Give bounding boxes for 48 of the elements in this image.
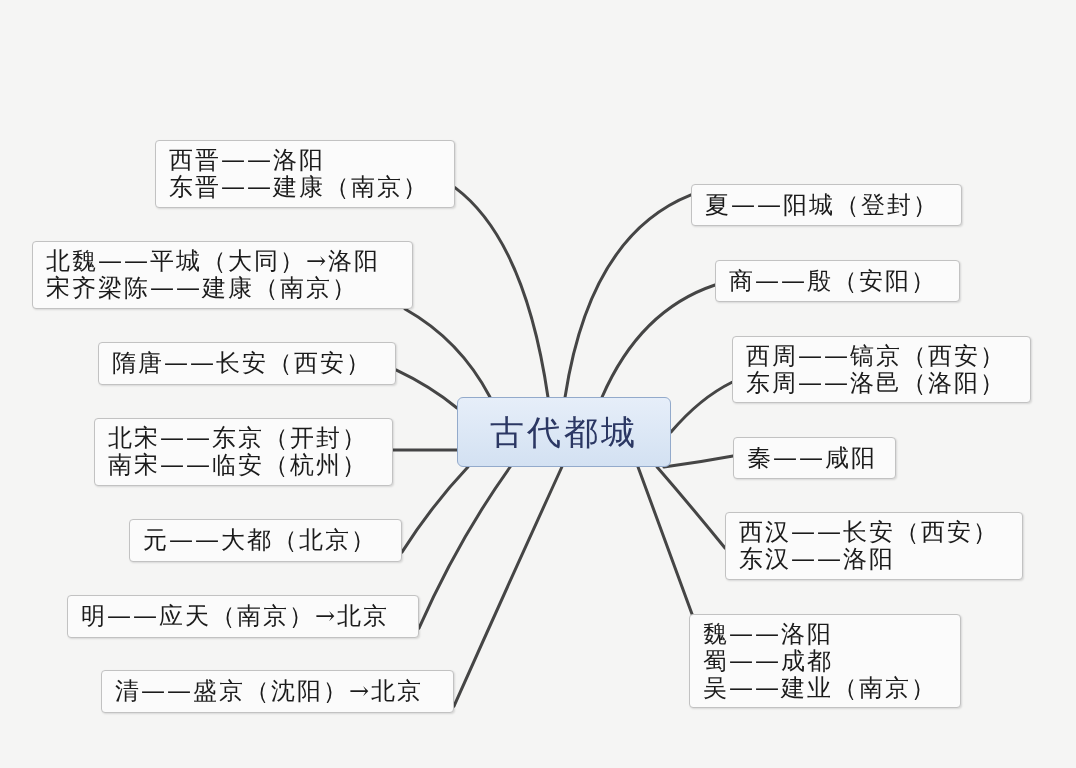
branch-text: 宋齐梁陈——建康（南京） <box>46 275 358 302</box>
branch-text: 蜀——成都 <box>703 647 833 675</box>
branch-text: 东晋——建康（南京） <box>169 174 429 201</box>
connector-line <box>417 465 512 630</box>
topic-title: 古代都城 <box>490 412 638 452</box>
branch-text: 魏——洛阳 <box>703 620 833 648</box>
branch-box <box>725 512 1023 580</box>
branch-box <box>689 614 961 708</box>
branch-text: 吴——建业（南京） <box>703 674 937 702</box>
branch-box <box>715 260 960 302</box>
branch-box <box>32 241 413 309</box>
branch-text: 东汉——洛阳 <box>739 546 895 573</box>
connector-line <box>636 465 694 616</box>
branch-box <box>101 670 454 713</box>
branch-box <box>733 437 896 479</box>
branch-text: 西晋——洛阳 <box>169 147 325 174</box>
branch-text: 明——应天（南京）→北京 <box>81 603 390 630</box>
branch-box <box>155 140 455 208</box>
connector-line <box>391 448 459 452</box>
branch-text: 东周——洛邑（洛阳） <box>746 369 1006 397</box>
branch-text: 商——殷（安阳） <box>729 267 937 295</box>
connector-line <box>394 368 459 410</box>
branch-box <box>129 519 402 562</box>
connector-line <box>662 454 735 469</box>
branch-text: 元——大都（北京） <box>143 527 377 554</box>
connector-line <box>669 380 734 434</box>
branch-box <box>98 342 396 385</box>
connector-line <box>403 307 492 399</box>
connector-line <box>563 193 693 399</box>
branch-text: 北魏——平城（大同）→洛阳 <box>46 248 381 275</box>
branch-text: 南宋——临安（杭州） <box>108 452 368 479</box>
branch-text: 夏——阳城（登封） <box>705 191 939 219</box>
connector-line <box>400 465 470 554</box>
connector-line <box>655 465 727 550</box>
branch-text: 西汉——长安（西安） <box>739 519 999 546</box>
connector-line <box>453 186 550 399</box>
branch-text: 隋唐——长安（西安） <box>112 350 372 377</box>
central-topic-box <box>457 397 671 467</box>
branch-text: 西周——镐京（西安） <box>746 342 1006 370</box>
branch-text: 秦——咸阳 <box>747 444 877 472</box>
branch-box <box>732 336 1031 403</box>
connector-line <box>452 465 564 708</box>
branch-box <box>67 595 419 638</box>
connector-line <box>600 283 717 399</box>
branch-box <box>94 418 393 486</box>
branch-text: 北宋——东京（开封） <box>108 425 368 452</box>
branch-text: 清——盛京（沈阳）→北京 <box>115 678 424 705</box>
branch-box <box>691 184 962 226</box>
